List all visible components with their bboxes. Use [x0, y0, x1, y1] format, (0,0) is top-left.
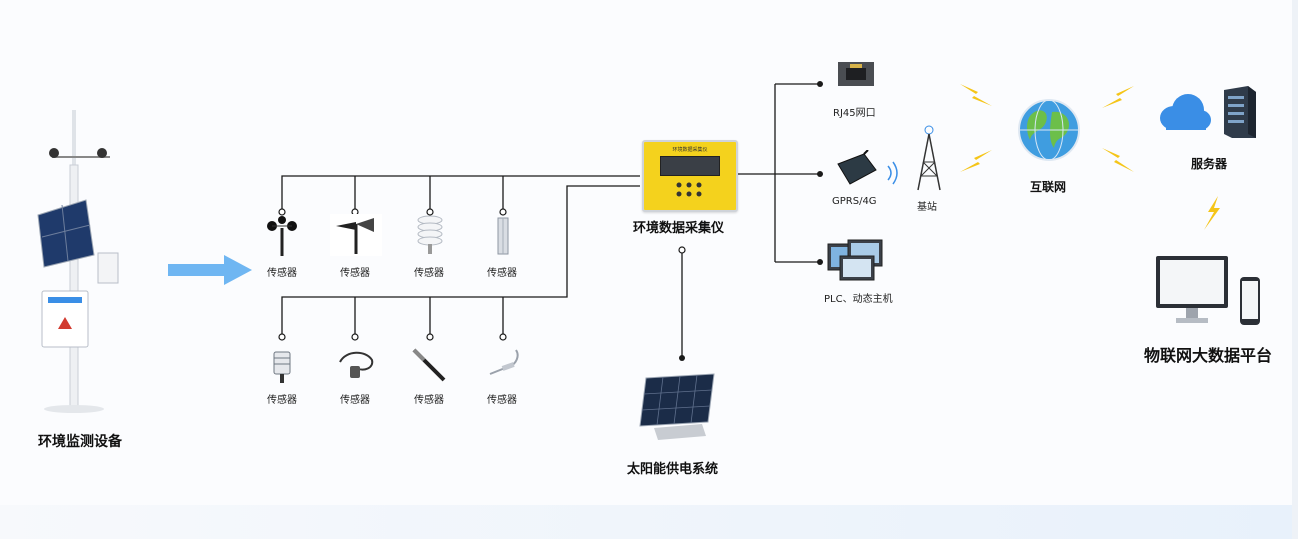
station-label: 环境监测设备: [38, 434, 122, 450]
base-station-label: 基站: [917, 202, 937, 213]
lightning-bolt-icon: [1102, 148, 1134, 172]
monitor-icon: [1156, 256, 1228, 323]
louver-shield-icon: [417, 215, 443, 254]
flow-arrow-icon: [168, 255, 252, 285]
collector-screen: [660, 156, 720, 176]
server-label: 服务器: [1191, 157, 1228, 171]
lightning-bolt-icon: [1204, 196, 1220, 230]
collector-device: 环境数据采集仪: [642, 140, 738, 212]
pen-probe-icon: [412, 348, 446, 382]
comm-label: GPRS/4G: [832, 196, 877, 207]
server-rack-icon: [1224, 86, 1256, 138]
collector-label: 环境数据采集仪: [633, 221, 725, 236]
lightning-bolt-icon: [960, 150, 992, 172]
sensor-label: 传感器: [487, 395, 517, 406]
signal-waves-icon: [887, 161, 898, 185]
needle-probe-icon: [489, 349, 519, 375]
anemometer-icon: [267, 216, 297, 256]
sensor-label: 传感器: [340, 395, 370, 406]
collector-screen-title: 环境数据采集仪: [672, 147, 708, 153]
base-station-tower-icon: [917, 125, 941, 191]
sensor-label: 传感器: [487, 268, 517, 279]
rain-gauge-icon: [497, 217, 509, 255]
bottom-band: [0, 505, 1298, 539]
internet-globe-icon: [1018, 99, 1080, 161]
cloud-icon: [1160, 94, 1211, 130]
rj45-port-icon: [838, 62, 874, 86]
temp-probe-icon: [273, 351, 291, 383]
lightning-bolt-icon: [1102, 86, 1134, 108]
comm-label: PLC、动态主机: [824, 294, 893, 305]
sensor-label: 传感器: [340, 268, 370, 279]
platform-label: 物联网大数据平台: [1144, 346, 1273, 365]
wind-vane-icon: [330, 214, 382, 256]
comm-label: RJ45网口: [833, 108, 876, 119]
right-edge: [1292, 0, 1298, 539]
sensor-label: 传感器: [414, 395, 444, 406]
sensor-label: 传感器: [414, 268, 444, 279]
plc-screen-icon: [827, 239, 883, 281]
lightning-bolt-icon: [960, 84, 992, 106]
solar-label: 太阳能供电系统: [627, 462, 719, 477]
gprs-module-icon: [837, 150, 877, 185]
cable-probe-icon: [339, 351, 374, 378]
internet-label: 互联网: [1030, 180, 1067, 194]
weather-station-icon: [37, 110, 119, 413]
collector-keypad: [674, 180, 704, 200]
sensor-label: 传感器: [267, 268, 297, 279]
smartphone-icon: [1240, 277, 1260, 325]
solar-panel-icon: [639, 373, 715, 440]
sensor-label: 传感器: [267, 395, 297, 406]
